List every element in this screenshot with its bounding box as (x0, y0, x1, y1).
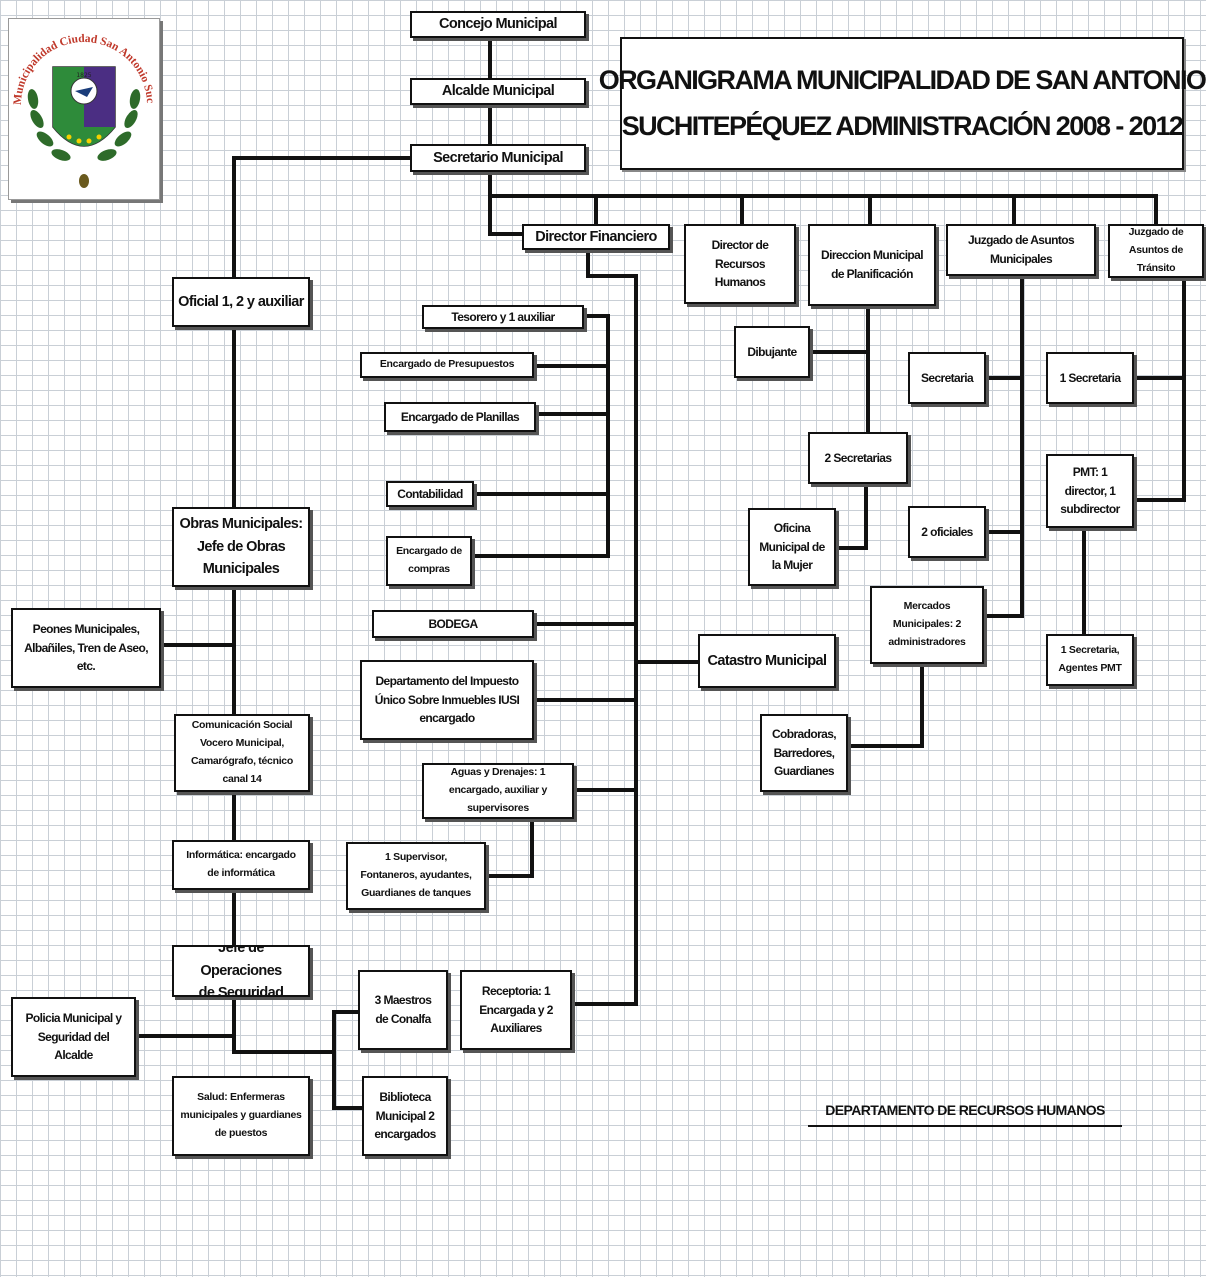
node-comunicacion: Comunicación Social Vocero Municipal, Ca… (174, 714, 310, 792)
node-alcalde: Alcalde Municipal (410, 78, 586, 105)
node-catastro: Catastro Municipal (698, 634, 836, 688)
node-tesorero: Tesorero y 1 auxiliar (422, 305, 584, 329)
node-jefe-operaciones: Jefe de Operaciones de Seguridad (172, 945, 310, 997)
node-oficina-mujer: Oficina Municipal de la Mujer (748, 508, 836, 586)
shield-icon: 1825 (52, 66, 116, 147)
department-label: DEPARTAMENTO DE RECURSOS HUMANOS (808, 1097, 1122, 1127)
node-secretaria-juzgado: Secretaria (908, 352, 986, 404)
node-peones: Peones Municipales, Albañiles, Tren de A… (11, 608, 161, 688)
node-secretario: Secretario Municipal (410, 144, 586, 172)
node-receptoria: Receptoria: 1 Encargada y 2 Auxiliares (460, 970, 572, 1050)
chart-title-line-2: SUCHITEPÉQUEZ ADMINISTRACIÓN 2008 - 2012 (621, 110, 1184, 141)
node-presupuestos: Encargado de Presupuestos (360, 352, 534, 378)
node-concejo: Concejo Municipal (410, 11, 586, 38)
node-mercados: Mercados Municipales: 2 administradores (870, 586, 984, 664)
municipal-logo: Municipalidad Ciudad San Antonio Such. (6, 10, 160, 200)
node-biblioteca: Biblioteca Municipal 2 encargados (362, 1076, 448, 1156)
node-dos-oficiales: 2 oficiales (908, 506, 986, 558)
chart-title-line-1: ORGANIGRAMA MUNICIPALIDAD DE SAN ANTONIO (598, 64, 1206, 95)
node-salud: Salud: Enfermeras municipales y guardian… (172, 1076, 310, 1156)
node-director-financiero: Director Financiero (522, 224, 670, 250)
node-supervisor: 1 Supervisor, Fontaneros, ayudantes, Gua… (346, 842, 486, 910)
node-policia: Policia Municipal y Seguridad del Alcald… (11, 997, 136, 1077)
node-juzgado-municipales: Juzgado de Asuntos Municipales (946, 224, 1096, 276)
leaf-wreath-icon (27, 89, 141, 188)
node-planificacion: Direccion Municipal de Planificación (808, 224, 936, 306)
node-una-secretaria: 1 Secretaria (1046, 352, 1134, 404)
node-aguas: Aguas y Drenajes: 1 encargado, auxiliar … (422, 763, 574, 819)
node-obras: Obras Municipales: Jefe de Obras Municip… (172, 507, 310, 587)
node-dos-secretarias: 2 Secretarias (808, 432, 908, 484)
node-dibujante: Dibujante (734, 326, 810, 378)
node-informatica: Informática: encargado de informática (172, 840, 310, 890)
node-juzgado-transito: Juzgado de Asuntos de Tránsito (1108, 224, 1204, 278)
node-pmt: PMT: 1 director, 1 subdirector (1046, 454, 1134, 528)
chart-title: ORGANIGRAMA MUNICIPALIDAD DE SAN ANTONIO… (599, 37, 1206, 170)
node-contabilidad: Contabilidad (386, 481, 474, 507)
node-bodega: BODEGA (372, 610, 534, 638)
node-planillas: Encargado de Planillas (384, 402, 536, 432)
node-iusi: Departamento del Impuesto Único Sobre In… (360, 660, 534, 740)
node-recursos-humanos: Director de Recursos Humanos (684, 224, 796, 304)
node-compras: Encargado de compras (386, 536, 472, 586)
logo-year: 1825 (76, 72, 91, 79)
node-maestros: 3 Maestros de Conalfa (358, 970, 448, 1050)
node-oficial: Oficial 1, 2 y auxiliar (172, 277, 310, 327)
node-secretaria-pmt: 1 Secretaria, Agentes PMT (1046, 634, 1134, 686)
node-cobradoras: Cobradoras, Barredores, Guardianes (760, 714, 848, 792)
